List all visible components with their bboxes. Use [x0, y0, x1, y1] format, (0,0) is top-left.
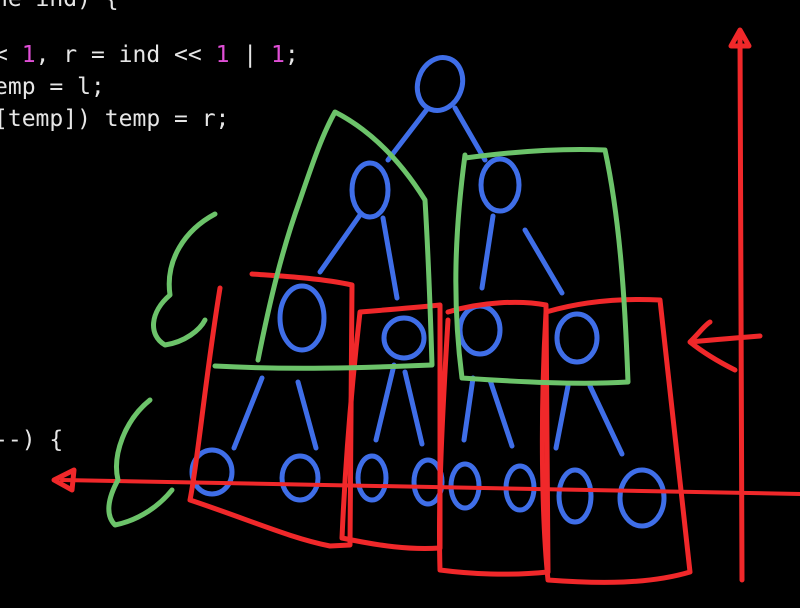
red-box — [187, 271, 355, 549]
green-scribble — [151, 211, 218, 348]
code-line-temp-compare: [temp]) temp = r; — [0, 106, 230, 132]
arrow-up-icon — [728, 27, 752, 49]
y-axis-line — [737, 33, 745, 583]
tree-node — [414, 55, 466, 113]
code-line-loop-header: --) { — [0, 427, 64, 453]
tree-node — [617, 467, 667, 529]
code-token: < — [0, 42, 8, 68]
tree-edge — [385, 105, 431, 163]
code-line-child-indices: < 1, r = ind << 1 | 1; — [0, 40, 299, 70]
tree-edge — [522, 227, 565, 296]
code-token: , r = ind << — [35, 42, 216, 68]
tree-node — [355, 453, 389, 503]
tree-edge — [380, 215, 400, 301]
arrow-left-icon — [51, 467, 77, 493]
code-token: | — [229, 42, 271, 68]
tree-edge — [317, 212, 363, 275]
red-box — [339, 302, 443, 551]
code-line-temp-assign: emp = l; — [0, 74, 105, 100]
tree-node — [457, 303, 503, 357]
arrow-left-icon — [687, 319, 763, 373]
tree-edge — [587, 383, 625, 457]
tree-edge — [452, 105, 488, 163]
green-scribble — [106, 397, 175, 528]
red-annotations — [51, 27, 800, 585]
tree-node — [556, 467, 594, 525]
tree-node — [189, 447, 235, 497]
number-literal: 1 — [270, 42, 285, 68]
tree-edge — [461, 375, 476, 443]
code-token: ; — [284, 42, 299, 68]
red-box — [539, 297, 693, 585]
tree-edge — [553, 383, 571, 451]
number-literal: 1 — [215, 42, 230, 68]
tree-node — [478, 156, 522, 214]
red-box — [436, 299, 551, 577]
tree-node — [279, 453, 321, 503]
number-literal: 1 — [21, 42, 36, 68]
tree-node — [277, 283, 327, 353]
tree-edge — [479, 213, 496, 291]
green-annotations — [106, 109, 631, 528]
tree-edge — [373, 362, 397, 443]
green-box — [453, 146, 631, 386]
tree-edge — [402, 369, 425, 447]
tree-node — [554, 311, 600, 365]
green-box — [212, 109, 435, 371]
code-line-function-header: ne ind) { — [0, 0, 119, 14]
tree-node — [381, 315, 427, 361]
tree-edge — [231, 375, 265, 451]
x-axis-line — [60, 478, 800, 496]
tree-edge — [487, 377, 515, 449]
tree-node — [349, 160, 391, 220]
tree-edge — [295, 379, 319, 451]
